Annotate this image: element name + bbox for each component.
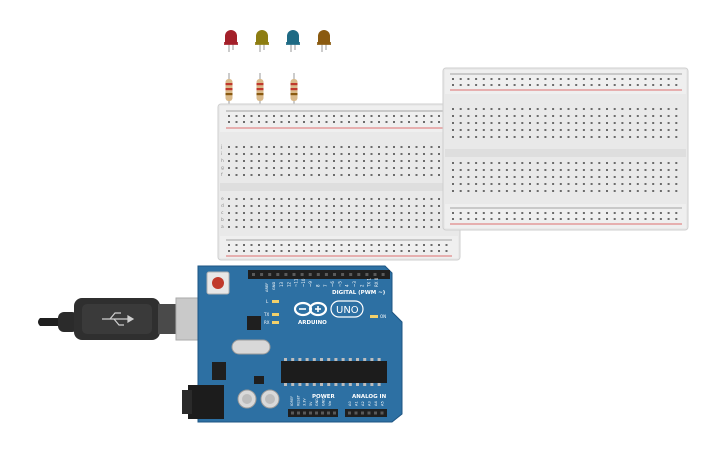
power-pin-label: Vin xyxy=(328,401,332,406)
row-letter: g xyxy=(221,166,224,171)
row-letter: j xyxy=(220,144,222,150)
row-letter: i xyxy=(221,151,222,157)
row-letter: f xyxy=(221,172,223,178)
small-ic xyxy=(254,376,264,384)
crystal-oscillator xyxy=(231,339,271,355)
resistor-group[interactable] xyxy=(225,73,298,106)
digital-pin-label: 8 xyxy=(316,284,321,287)
digital-pin-label: 2 xyxy=(359,284,364,287)
breadboard-right-center-gap xyxy=(445,149,686,157)
digital-pin-label: TX 1 xyxy=(367,278,372,288)
row-letter: c xyxy=(221,211,224,216)
gnd-label: GND xyxy=(272,282,276,290)
row-letter: a xyxy=(221,225,224,230)
digital-pin-label: 12 xyxy=(286,281,291,287)
analog-label: ANALOG IN xyxy=(352,394,387,400)
usb-icon xyxy=(102,312,135,326)
row-letter: d xyxy=(221,203,224,209)
breadboard-left-bottom-rail xyxy=(220,236,458,258)
led-label-tx: TX xyxy=(263,312,269,317)
red-led[interactable] xyxy=(224,30,238,52)
model-text: UNO xyxy=(336,305,359,316)
usb-chip xyxy=(247,316,261,330)
analog-pin-label: A5 xyxy=(381,401,385,406)
led-label-rx: RX xyxy=(264,320,270,325)
power-pin-label: IOREF xyxy=(290,396,294,406)
usb-strain-relief xyxy=(58,312,78,332)
led-label-l: L xyxy=(266,299,269,304)
digital-pin-label: ~9 xyxy=(308,281,313,287)
digital-pin-label: 7 xyxy=(323,284,328,287)
on-label: ON xyxy=(380,314,386,319)
digital-pin-label: ~3 xyxy=(352,281,357,287)
power-pin-label: GND xyxy=(315,398,319,406)
power-jack[interactable] xyxy=(188,385,224,419)
analog-header[interactable] xyxy=(345,409,387,417)
yellow-led[interactable] xyxy=(255,30,269,52)
row-letter: b xyxy=(221,217,224,223)
resistor[interactable] xyxy=(256,73,264,106)
atmega-chip xyxy=(281,361,387,383)
analog-pin-label: A2 xyxy=(361,401,365,406)
usb-plug-neck xyxy=(158,304,178,334)
power-pin-label: GND xyxy=(322,398,326,406)
led-rx-indicator xyxy=(272,321,279,324)
power-jack-front xyxy=(182,390,192,414)
resistor[interactable] xyxy=(225,73,233,106)
power-pin-label: RESET xyxy=(296,394,300,406)
led-tx-indicator xyxy=(272,313,279,316)
voltage-regulator xyxy=(212,362,226,380)
digital-pin-label: 4 xyxy=(345,284,350,287)
orange-led[interactable] xyxy=(317,30,331,52)
digital-label: DIGITAL (PWM ~) xyxy=(332,290,386,296)
analog-pin-label: A3 xyxy=(368,401,372,406)
power-on-led xyxy=(370,315,378,318)
digital-pin-label: RX 0 xyxy=(374,277,379,287)
row-letter: e xyxy=(221,197,224,202)
power-pin-label: 3.3V xyxy=(303,398,307,406)
led-group[interactable] xyxy=(224,30,331,52)
arduino-logo xyxy=(293,301,328,317)
capacitor-1-top xyxy=(242,394,252,404)
digital-pin-label: ~10 xyxy=(301,278,306,287)
breadboard-right[interactable] xyxy=(442,67,689,231)
digital-pin-label: ~11 xyxy=(294,278,299,287)
analog-pin-label: A1 xyxy=(355,401,359,406)
digital-pin-label: ~6 xyxy=(330,281,335,287)
usb-cable-tail xyxy=(38,318,62,326)
row-letter: h xyxy=(221,158,224,164)
blue-led[interactable] xyxy=(286,30,300,52)
uno-badge xyxy=(330,300,364,318)
power-label: POWER xyxy=(312,394,336,400)
reset-button-cap[interactable] xyxy=(212,277,224,289)
digital-pin-label: ~5 xyxy=(337,281,342,287)
power-header[interactable] xyxy=(288,409,338,417)
arduino-logo-text: ARDUINO xyxy=(298,320,327,326)
breadboard-left-center-gap xyxy=(220,183,458,191)
resistor[interactable] xyxy=(290,73,298,106)
aref-label: AREF xyxy=(265,283,269,292)
analog-pin-label: A0 xyxy=(348,401,352,406)
capacitor-2-top xyxy=(265,394,275,404)
led-l-indicator xyxy=(272,300,279,303)
digital-pin-label: 13 xyxy=(279,281,284,287)
power-pin-label: 5V xyxy=(309,401,313,406)
analog-pin-label: A4 xyxy=(374,401,378,406)
